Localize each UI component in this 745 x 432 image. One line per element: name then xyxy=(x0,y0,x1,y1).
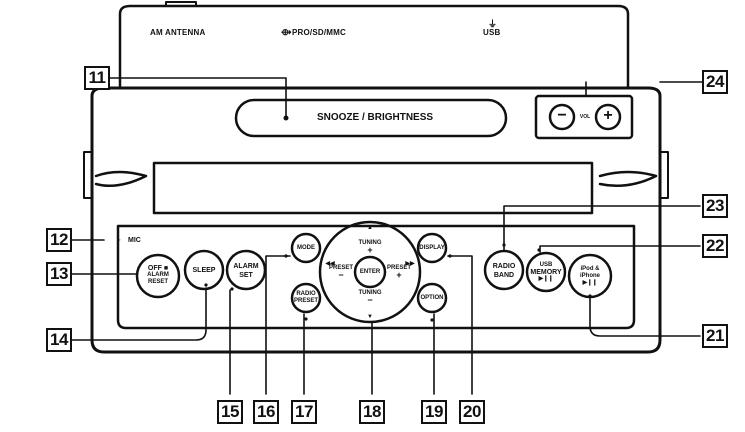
alarm-set-button-label: ALARM SET xyxy=(233,263,259,279)
radio-preset-button xyxy=(290,282,322,314)
card-slot-icon: ⟴ xyxy=(281,27,292,37)
callout-20: 20 xyxy=(459,400,485,424)
option-button xyxy=(416,282,448,314)
callout-23: 23 xyxy=(702,194,728,218)
left-handle xyxy=(83,151,93,199)
preset-left-label: PRESET − xyxy=(328,265,353,280)
display-window xyxy=(152,161,594,215)
leader-lines xyxy=(71,77,703,395)
radio-preset-button-label: RADIO PRESET xyxy=(293,291,318,304)
volume-plus-sign: + xyxy=(603,107,613,124)
volume-minus-sign: − xyxy=(557,107,567,124)
callout-24: 24 xyxy=(702,70,728,94)
control-panel xyxy=(116,224,636,330)
tuning-down-label: TUNING − xyxy=(358,290,382,305)
alarm-set-button xyxy=(225,249,267,291)
tuning-up-label: TUNING + xyxy=(358,240,382,255)
right-groove xyxy=(598,170,658,187)
mic-label: MIC xyxy=(128,237,141,244)
dpad-arrow-right-icon: ▶▶ xyxy=(405,261,415,267)
callout-19: 19 xyxy=(421,400,447,424)
display-button xyxy=(416,232,448,264)
usb-memory-button-label: USB MEMORY ▶❙❙ xyxy=(530,262,562,282)
dpad-ring xyxy=(318,220,422,324)
dpad-arrow-left-icon: ◀◀ xyxy=(325,261,335,267)
option-button-label: OPTION xyxy=(420,295,444,301)
off-button-label: OFF ■ ALARM RESET xyxy=(147,265,169,285)
volume-housing xyxy=(534,94,634,140)
enter-button-label: ENTER xyxy=(359,269,381,275)
usb-memory-button xyxy=(525,251,567,293)
sleep-button-label: SLEEP xyxy=(192,267,216,274)
callout-12: 12 xyxy=(46,228,72,252)
volume-plus-button xyxy=(594,103,622,131)
callout-16: 16 xyxy=(253,400,279,424)
main-unit-outline xyxy=(90,86,662,354)
right-handle xyxy=(659,151,669,199)
ipod-button-label: iPod & iPhone ▶❙❙ xyxy=(579,266,600,286)
display-button-label: DISPLAY xyxy=(419,245,445,251)
am-antenna-jack xyxy=(165,1,197,7)
usb-icon: ⏚ xyxy=(488,19,498,29)
preset-right-label: PRESET + xyxy=(386,265,411,280)
callout-21: 21 xyxy=(702,324,728,348)
callout-15: 15 xyxy=(217,400,243,424)
mode-button xyxy=(290,232,322,264)
callout-22: 22 xyxy=(702,234,728,258)
sleep-button xyxy=(183,249,225,291)
am-antenna-label: AM ANTENNA xyxy=(150,28,206,37)
radio-band-button xyxy=(483,249,525,291)
callout-11: 11 xyxy=(84,66,110,90)
volume-label: VOL xyxy=(579,114,591,120)
dpad-arrow-up-icon: ▲ xyxy=(367,225,373,231)
enter-button xyxy=(353,255,387,289)
volume-minus-button xyxy=(548,103,576,131)
callout-14: 14 xyxy=(46,328,72,352)
mic-icon: ◦ xyxy=(118,237,121,244)
callout-13: 13 xyxy=(46,262,72,286)
left-groove xyxy=(94,170,148,187)
callout-17: 17 xyxy=(291,400,317,424)
mode-button-label: MODE xyxy=(297,245,315,251)
dpad-arrow-down-icon: ▼ xyxy=(367,314,373,320)
snooze-brightness-label: SNOOZE / BRIGHTNESS xyxy=(316,112,434,123)
top-unit-outline xyxy=(118,4,630,98)
usb-port-label: USB xyxy=(483,28,501,37)
card-slot-label: PRO/SD/MMC xyxy=(292,28,346,37)
radio-band-button-label: RADIO BAND xyxy=(492,263,516,279)
callout-18: 18 xyxy=(359,400,385,424)
snooze-bar xyxy=(234,98,508,138)
off-button xyxy=(135,253,181,299)
